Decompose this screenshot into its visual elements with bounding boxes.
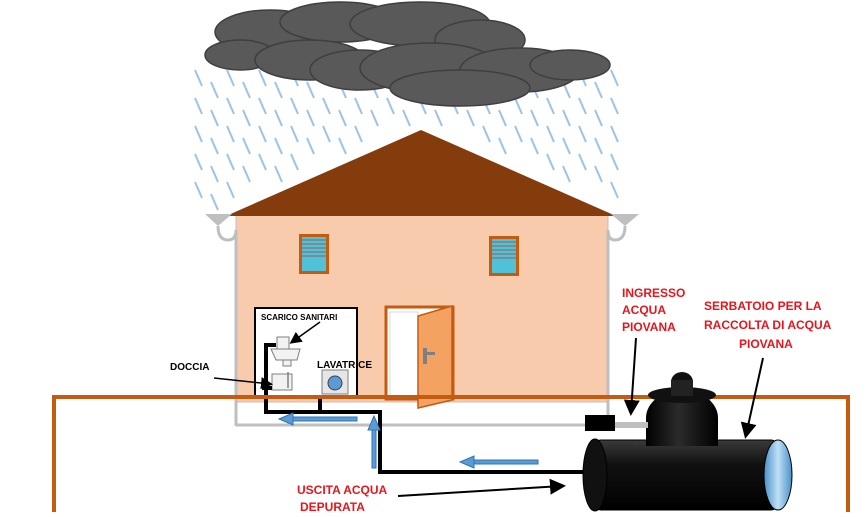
rain-drop [226,125,235,143]
rain-drop [274,137,283,155]
rain-drop [546,125,555,143]
rain-drop [610,153,619,171]
svg-text:USCITA ACQUA: USCITA ACQUA [297,483,388,497]
rain-drop [562,165,571,183]
label-serbatoio: SERBATOIO PER LA RACCOLTA DI ACQUA PIOVA… [704,299,832,351]
rain-drop [578,97,587,115]
rain-drop [546,97,555,115]
rain-drop [290,125,299,143]
rain-drop [194,181,203,199]
cloud-icon [204,1,611,107]
shower-icon [271,372,293,391]
rain-drop [306,137,315,155]
rain-drop [530,109,539,127]
window-icon [299,234,329,274]
rain-drop [354,97,363,115]
arrow-icon [277,412,539,469]
rain-drop [274,81,283,99]
rain-drop [354,125,363,143]
rain-drop [482,125,491,143]
washing-machine-icon [321,369,349,395]
rain-drop [338,137,347,155]
rain-drop [210,193,219,211]
rain-drop [578,153,587,171]
rain-drop [594,137,603,155]
rain-drop [194,97,203,115]
rain-drop [258,153,267,171]
svg-text:ACQUA: ACQUA [622,303,666,317]
rain-drop [562,137,571,155]
rain-drop [514,97,523,115]
rain-drop [242,81,251,99]
rain-drop [242,109,251,127]
svg-text:PIOVANA: PIOVANA [622,320,676,334]
label-lavatrice: LAVATRICE [317,360,372,371]
rain-drop [290,153,299,171]
rain-drop [514,125,523,143]
label-doccia: DOCCIA [170,362,209,373]
rain-drop [258,97,267,115]
rain-drop [258,125,267,143]
rain-drop [530,137,539,155]
rain-drop [322,125,331,143]
rain-drop [306,109,315,127]
door-icon [384,304,455,409]
rain-drop [274,109,283,127]
rain-drop [562,109,571,127]
rain-drop [322,97,331,115]
arrow-icon [623,337,640,416]
rain-drop [210,109,219,127]
rain-drop [466,109,475,127]
rain-drop [194,153,203,171]
window-icon [489,236,519,276]
rain-drop [306,81,315,99]
rain-drop [242,165,251,183]
arrow-icon [397,478,566,497]
rain-drop [210,137,219,155]
rain-drop [274,165,283,183]
svg-text:RACCOLTA DI ACQUA: RACCOLTA DI ACQUA [704,318,832,332]
rain-drop [386,97,395,115]
rain-drop [338,109,347,127]
svg-text:SERBATOIO PER LA: SERBATOIO PER LA [704,299,822,313]
rain-drop [594,109,603,127]
rain-drop [546,153,555,171]
ground-line [52,395,850,512]
toilet-icon [270,336,301,367]
rain-drop [434,109,443,127]
rain-drop [226,153,235,171]
svg-text:INGRESSO: INGRESSO [622,286,685,300]
rain-drop [610,69,619,87]
rain-drop [402,109,411,127]
label-uscita: USCITA ACQUA DEPURATA [297,483,388,514]
rain-drop [290,97,299,115]
rain-drop [258,69,267,87]
rain-drop [610,125,619,143]
rain-drop [594,81,603,99]
filter-icon [585,415,615,431]
rain-drop [610,181,619,199]
rain-drop [578,125,587,143]
rain-drop [226,97,235,115]
rain-drop [498,109,507,127]
rain-drop [194,69,203,87]
rain-drop [226,181,235,199]
rain-drop [498,137,507,155]
rain-drop [370,109,379,127]
label-scarico-sanitari: SCARICO SANITARI [261,313,337,322]
rain-drop [594,165,603,183]
rain-drop [226,69,235,87]
rain-drop [210,81,219,99]
rain-drop [210,165,219,183]
rain-drop [242,137,251,155]
arrow-icon [213,377,273,390]
arrow-icon [740,357,764,439]
label-ingresso: INGRESSO ACQUA PIOVANA [622,286,685,334]
svg-text:PIOVANA: PIOVANA [739,337,793,351]
rain-drop [610,97,619,115]
svg-text:DEPURATA: DEPURATA [300,500,365,514]
tank-icon [582,372,793,512]
rain-drop [194,125,203,143]
